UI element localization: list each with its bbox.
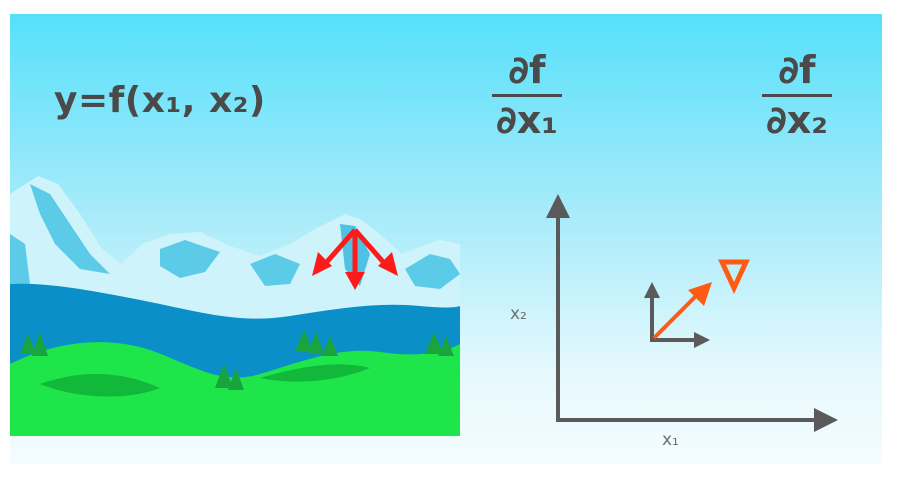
mountain-shadow: [30, 184, 110, 274]
partial-numerator: ∂f: [778, 48, 816, 92]
partial-derivative-x1: ∂f ∂x₁: [492, 48, 562, 143]
fraction-bar: [762, 94, 832, 97]
mountain-shadow: [405, 254, 460, 289]
x-axis-arrowhead: [814, 408, 838, 432]
coordinate-plot: [546, 194, 838, 432]
red-arrows-icon: [312, 228, 398, 290]
y-axis-arrowhead: [546, 194, 570, 218]
basis-arrowhead: [694, 332, 710, 348]
mountain-range-snow: [10, 176, 460, 324]
hill-shadow: [40, 373, 160, 397]
fraction-bar: [492, 94, 562, 97]
partial-derivative-x2: ∂f ∂x₂: [762, 48, 832, 143]
basis-arrowhead: [644, 282, 660, 298]
gradient-arrowhead: [688, 282, 712, 306]
mountain-landscape: [10, 176, 460, 436]
partial-denominator: ∂x₂: [766, 98, 828, 142]
mountain-shadow: [10, 234, 30, 289]
function-formula: y=f(x₁, x₂): [54, 80, 266, 121]
mountain-shadow: [160, 240, 220, 278]
mountain-shadow: [250, 254, 300, 286]
slide: y=f(x₁, x₂) ∂f ∂x₁ ∂f ∂x₂: [10, 14, 882, 464]
gradient-vector: [652, 294, 698, 340]
partial-numerator: ∂f: [508, 48, 546, 92]
trees: [20, 330, 454, 390]
hill-shadow: [260, 364, 370, 382]
nabla-icon: [718, 259, 750, 294]
x-axis-label: x₁: [662, 430, 679, 450]
y-axis-label: x₂: [510, 304, 527, 324]
partial-denominator: ∂x₁: [496, 98, 558, 142]
